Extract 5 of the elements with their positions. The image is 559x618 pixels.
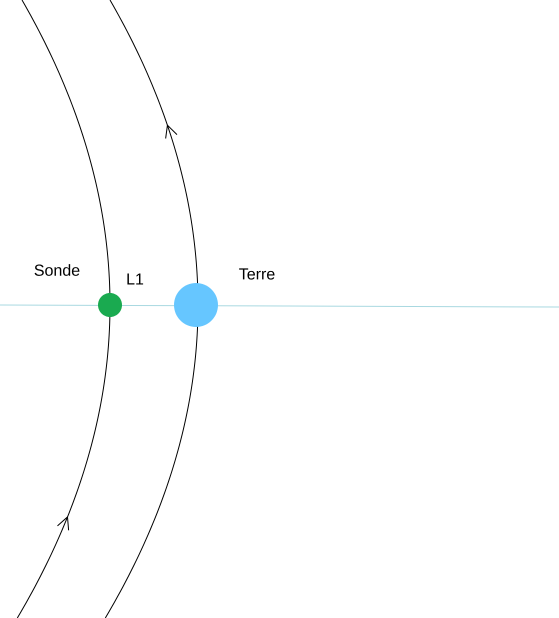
point-label: Terre bbox=[239, 268, 275, 280]
point-label: Sonde bbox=[34, 264, 80, 276]
probe-dot bbox=[98, 293, 122, 317]
point-label: L1 bbox=[127, 274, 144, 284]
earth-dot bbox=[174, 283, 218, 327]
